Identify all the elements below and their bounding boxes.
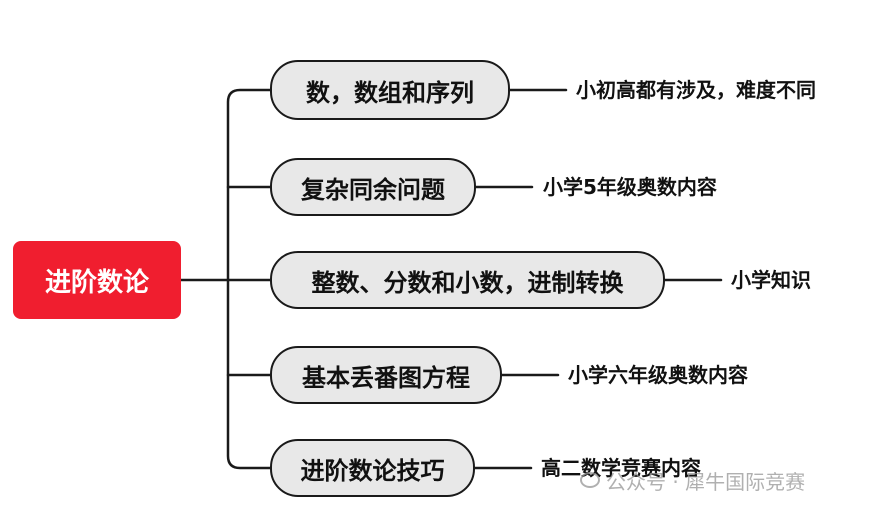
topic-note-1: 小初高都有涉及，难度不同 — [576, 78, 816, 102]
topic-label: 数，数组和序列 — [306, 78, 474, 107]
topic-node-1: 数，数组和序列 — [270, 60, 510, 120]
topic-label: 复杂同余问题 — [301, 175, 445, 204]
topic-label: 整数、分数和小数，进制转换 — [311, 268, 624, 297]
topic-node-4: 基本丢番图方程 — [270, 346, 502, 404]
topic-label: 进阶数论技巧 — [300, 456, 445, 485]
topic-node-5: 进阶数论技巧 — [270, 439, 475, 497]
root-label: 进阶数论 — [44, 267, 149, 298]
topic-note-4: 小学六年级奥数内容 — [568, 363, 748, 387]
topic-node-2: 复杂同余问题 — [270, 158, 476, 216]
topic-note-5: 高二数学竞赛内容 — [541, 456, 701, 480]
wechat-icon — [580, 472, 600, 488]
root-node: 进阶数论 — [13, 241, 181, 319]
watermark-text: 公众号 · 犀牛国际竞赛 — [606, 469, 806, 494]
watermark: 公众号 · 犀牛国际竞赛 — [580, 468, 806, 494]
topic-node-3: 整数、分数和小数，进制转换 — [270, 251, 665, 309]
topic-note-2: 小学5年级奥数内容 — [543, 175, 717, 199]
topic-note-3: 小学知识 — [731, 268, 811, 292]
topic-label: 基本丢番图方程 — [302, 363, 470, 392]
